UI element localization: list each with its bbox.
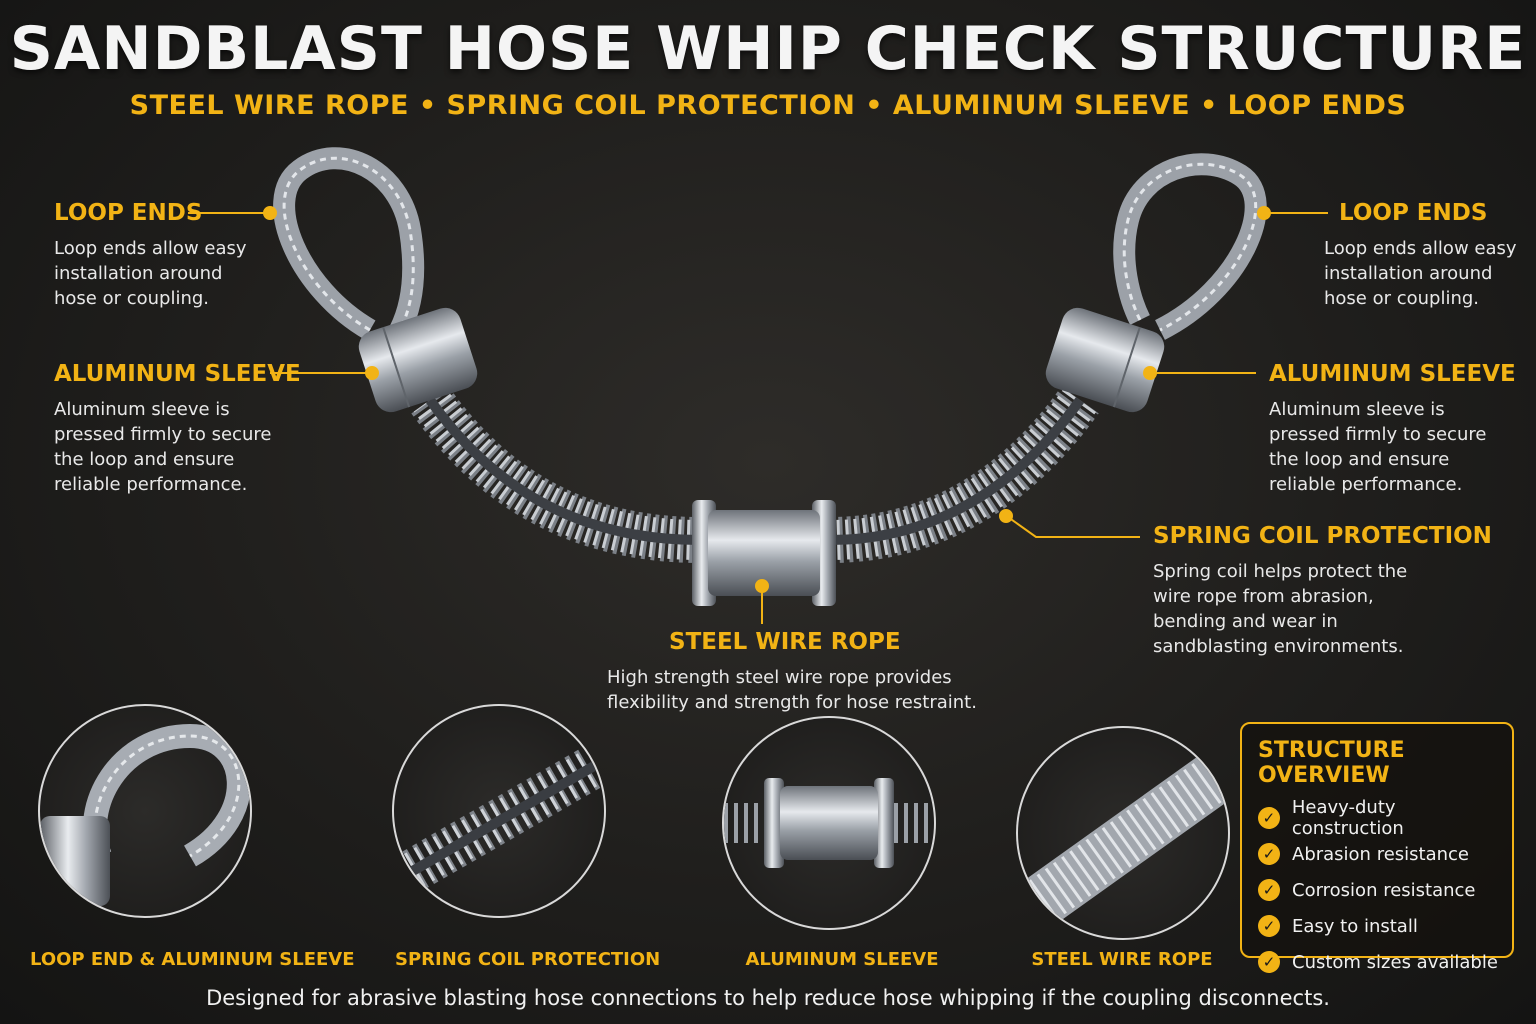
callout-steel-wire-rope: STEEL WIRE ROPE High strength steel wire… [607, 629, 977, 715]
list-item: ✓ Corrosion resistance [1258, 872, 1512, 908]
footer-note: Designed for abrasive blasting hose conn… [206, 986, 1330, 1010]
check-icon: ✓ [1258, 915, 1280, 937]
left-aluminum-sleeve [358, 307, 478, 413]
thumbnail-steel-wire-rope [1016, 726, 1230, 940]
callout-spring-coil: SPRING COIL PROTECTION Spring coil helps… [1153, 523, 1492, 659]
callout-text: Aluminum sleeve is pressed firmly to sec… [1269, 399, 1487, 495]
callout-text: High strength steel wire rope provides f… [607, 667, 977, 713]
callout-text: Spring coil helps protect the wire rope … [1153, 561, 1408, 657]
callout-title: ALUMINUM SLEEVE [54, 361, 301, 387]
structure-overview-panel: STRUCTURE OVERVIEW ✓ Heavy-duty construc… [1240, 722, 1514, 973]
callout-title: LOOP ENDS [54, 200, 203, 226]
thumbnail-label: LOOP END & ALUMINUM SLEEVE [30, 949, 355, 970]
thumbnail-label: SPRING COIL PROTECTION [395, 949, 661, 970]
callout-aluminum-sleeve-left: ALUMINUM SLEEVE Aluminum sleeve is press… [54, 361, 301, 497]
callout-title: STEEL WIRE ROPE [669, 629, 901, 655]
list-item: ✓ Easy to install [1258, 908, 1512, 944]
callout-loop-ends-left: LOOP ENDS Loop ends allow easy installat… [54, 200, 247, 311]
callout-text: Loop ends allow easy installation around… [1324, 238, 1517, 309]
center-aluminum-sleeve [692, 500, 836, 606]
callout-text: Aluminum sleeve is pressed firmly to sec… [54, 399, 272, 495]
thumbnail-label: STEEL WIRE ROPE [1031, 949, 1213, 970]
check-icon: ✓ [1258, 843, 1280, 865]
callout-text: Loop ends allow easy installation around… [54, 238, 247, 309]
list-item: ✓ Abrasion resistance [1258, 836, 1512, 872]
list-item: ✓ Heavy-duty construction [1258, 797, 1512, 839]
check-icon: ✓ [1258, 879, 1280, 901]
callout-title: ALUMINUM SLEEVE [1269, 361, 1516, 387]
list-item: ✓ Custom sizes available [1258, 944, 1512, 980]
check-icon: ✓ [1258, 807, 1280, 829]
thumbnail-loop-end [38, 704, 252, 918]
overview-title: STRUCTURE OVERVIEW [1258, 738, 1405, 788]
thumbnail-spring-coil [392, 704, 606, 918]
thumbnail-label: ALUMINUM SLEEVE [745, 949, 939, 970]
thumbnail-aluminum-sleeve [722, 716, 936, 930]
callout-loop-ends-right: LOOP ENDS Loop ends allow easy installat… [1324, 200, 1517, 311]
check-icon: ✓ [1258, 951, 1280, 973]
left-loop [273, 147, 425, 340]
leader-lines [188, 206, 1328, 624]
right-aluminum-sleeve [1045, 307, 1165, 413]
callout-aluminum-sleeve-right: ALUMINUM SLEEVE Aluminum sleeve is press… [1269, 361, 1516, 497]
page-subtitle: STEEL WIRE ROPE • SPRING COIL PROTECTION… [129, 90, 1407, 121]
callout-title: LOOP ENDS [1339, 200, 1488, 226]
callout-title: SPRING COIL PROTECTION [1153, 523, 1492, 549]
page-title: SANDBLAST HOSE WHIP CHECK STRUCTURE [9, 14, 1527, 84]
